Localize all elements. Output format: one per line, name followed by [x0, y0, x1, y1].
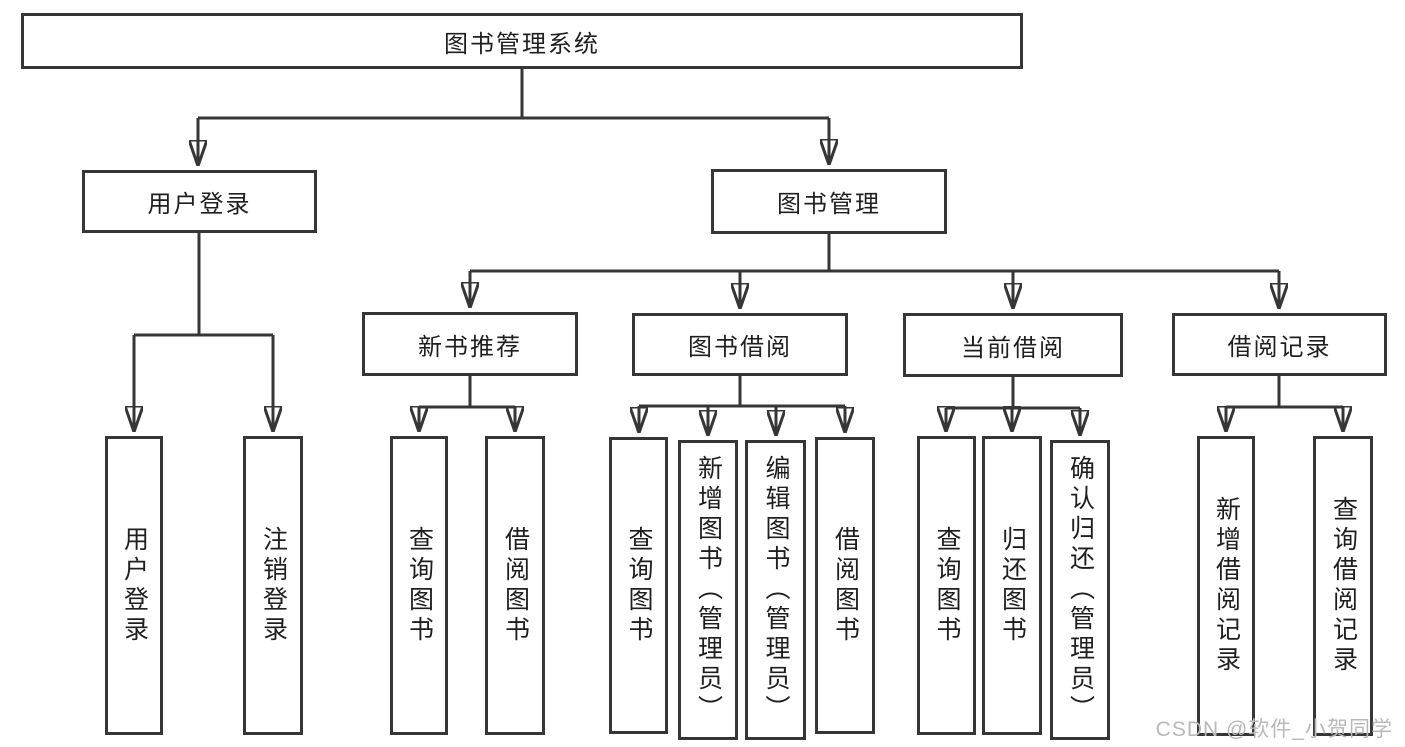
connector-book-management-trunk — [470, 233, 1279, 273]
node-borrow-records: 借阅记录 — [1172, 313, 1387, 376]
node-current-borrow: 当前借阅 — [903, 313, 1123, 377]
node-root-system: 图书管理系统 — [21, 13, 1023, 69]
leaf-records-query-record: 查询借阅记录 — [1313, 436, 1373, 736]
leaf-borrow-borrow-books: 借阅图书 — [815, 437, 875, 734]
connector-borrow-trunk — [639, 375, 845, 408]
leaf-current-confirm-return-admin: 确认归还（管理员） — [1050, 440, 1110, 740]
connector-recommend-trunk — [419, 375, 515, 409]
leaf-borrow-add-books-admin: 新增图书（管理员） — [678, 440, 738, 740]
node-book-management: 图书管理 — [711, 169, 947, 234]
leaf-borrow-edit-books-admin: 编辑图书（管理员） — [745, 440, 806, 740]
connector-root-trunk — [198, 67, 829, 120]
leaf-user-login: 用户登录 — [105, 436, 163, 735]
leaf-recommend-borrow-books: 借阅图书 — [485, 436, 545, 735]
connector-user-login-trunk — [134, 232, 273, 337]
leaf-current-return-books: 归还图书 — [982, 436, 1042, 735]
leaf-borrow-query-books: 查询图书 — [609, 437, 668, 734]
leaf-records-add-record: 新增借阅记录 — [1197, 436, 1255, 736]
csdn-watermark: CSDN @软件_小贺同学 — [1155, 718, 1393, 741]
node-book-borrow: 图书借阅 — [632, 313, 848, 376]
leaf-recommend-query-books: 查询图书 — [390, 436, 448, 735]
node-new-book-recommend: 新书推荐 — [362, 312, 578, 376]
connector-current-trunk — [946, 376, 1080, 410]
leaf-logout: 注销登录 — [243, 436, 303, 735]
leaf-current-query-books: 查询图书 — [917, 436, 976, 735]
connector-records-trunk — [1226, 375, 1343, 409]
node-user-login: 用户登录 — [82, 170, 317, 233]
